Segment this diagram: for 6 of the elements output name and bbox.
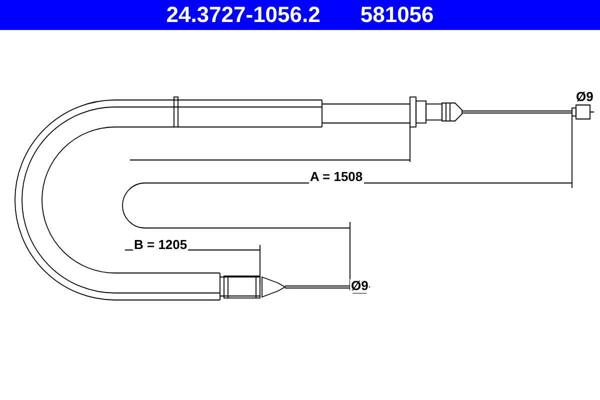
dimension-label: B = 1205 [133,238,188,252]
diameter-label: Ø9 [575,90,594,104]
diameter-label: Ø9 [350,279,370,293]
dimension-label: A = 1508 [309,170,364,184]
part-number: 581056 [360,2,434,28]
part-number: 24.3727-1056.2 [166,2,320,28]
